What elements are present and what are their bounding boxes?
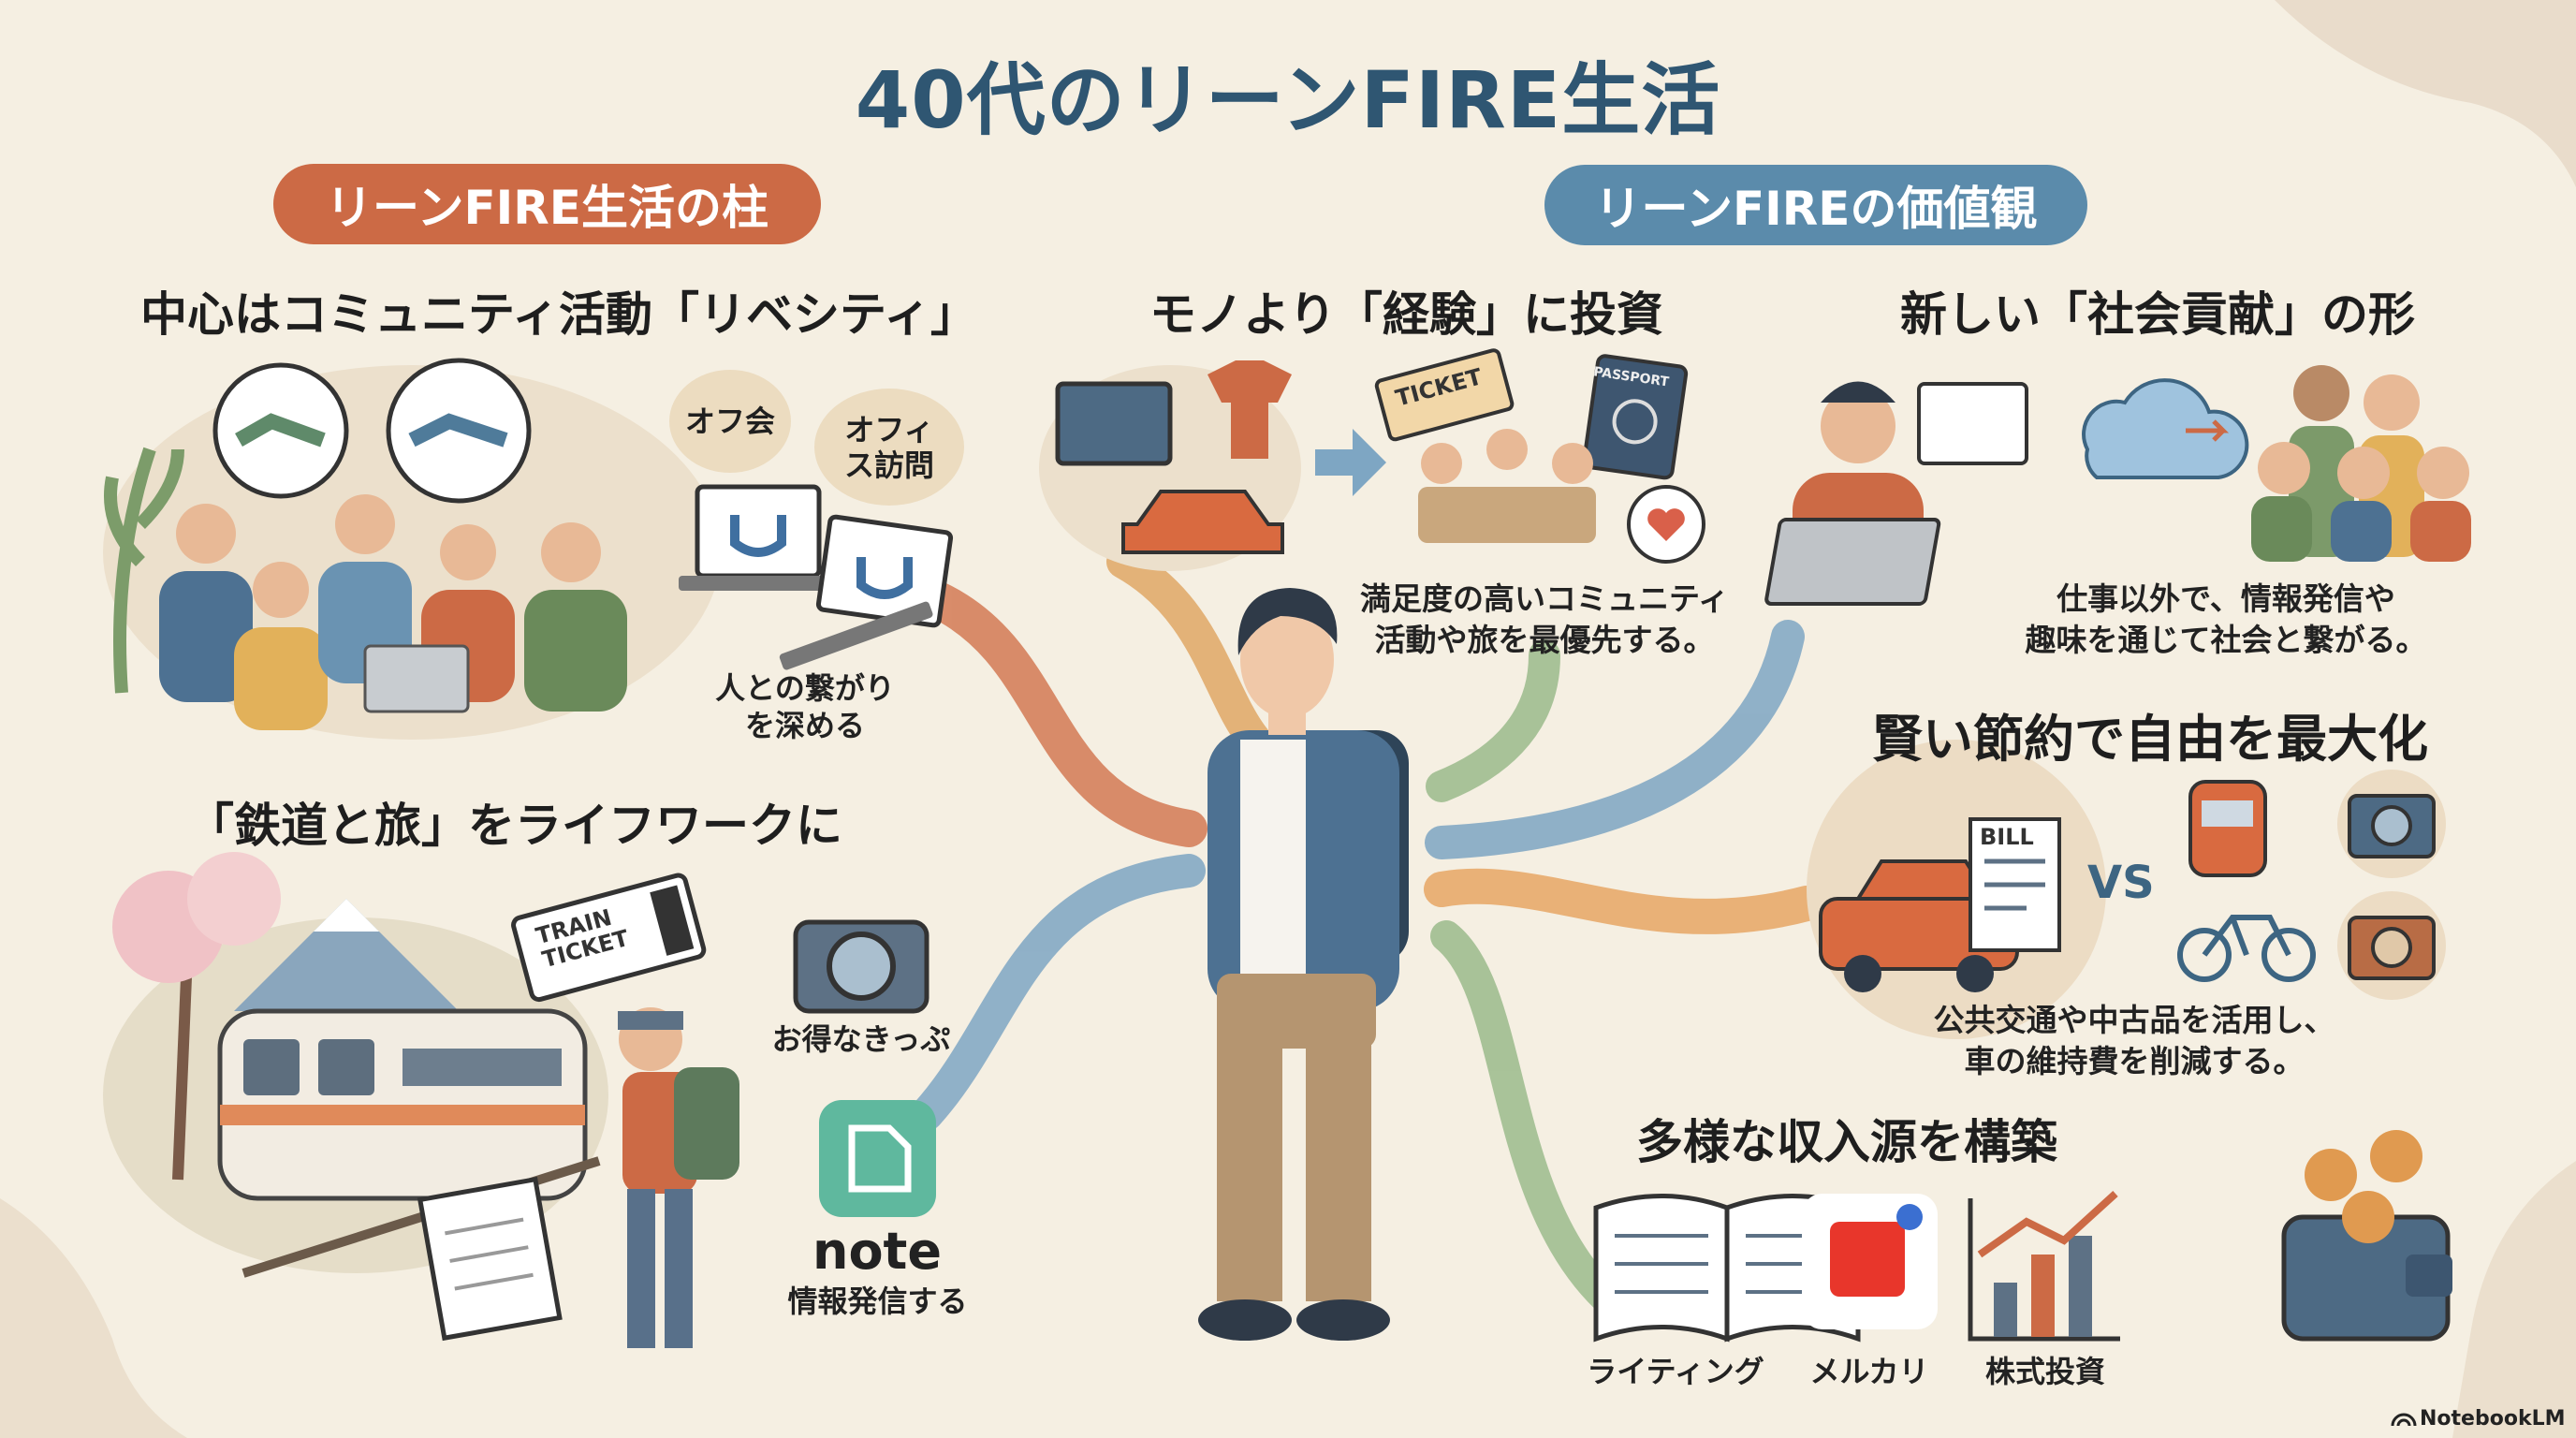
corner-decor <box>2452 1161 2576 1438</box>
laptop-icon <box>1764 518 1941 606</box>
income-source-writing: ライティング <box>1587 1354 1764 1389</box>
note-app-icon <box>819 1100 936 1217</box>
saving-heading: 賢い節約で自由を最大化 <box>1872 710 2428 769</box>
ribbon-blue-right <box>1425 620 1805 859</box>
plant-icon <box>104 447 184 694</box>
ribbon-orange-left <box>917 580 1208 847</box>
corner-decor <box>2275 0 2576 187</box>
camera-caption: お得なきっぷ <box>771 1021 951 1057</box>
stock-chart-icon <box>1968 1191 2120 1342</box>
desc-line: 活動や旅を最優先する。 <box>1374 622 1715 658</box>
handshake-bubble-icon <box>386 358 532 504</box>
book-icon <box>1593 1194 1861 1343</box>
mercari-icon <box>1802 1194 1938 1329</box>
page-title: 40代のリーンFIRE生活 <box>855 54 1721 146</box>
income-source-stocks: 株式投資 <box>1984 1354 2105 1389</box>
cloud-globe-icon <box>2082 378 2249 479</box>
passport-icon <box>1582 354 1689 480</box>
people-group-icon <box>2251 365 2471 562</box>
section-pill-pillars: リーンFIRE生活の柱 <box>273 164 821 244</box>
ribbon-blue-left <box>910 854 1206 1131</box>
handshake-bubble-icon <box>212 362 349 499</box>
desc-line: 仕事以外で、情報発信や <box>2056 580 2395 617</box>
car-icon <box>1121 490 1284 554</box>
camera-icon <box>793 919 929 1014</box>
notebooklm-watermark: NotebookLM <box>2420 1407 2566 1431</box>
saving-description: 公共交通や中古品を活用し、 車の維持費を削減する。 <box>1919 1000 2349 1082</box>
heart-bubble-icon <box>1627 485 1705 564</box>
desc-line: 公共交通や中古品を活用し、 <box>1933 1002 2335 1038</box>
ribbon-green-top <box>1426 639 1560 802</box>
bicycle-icon <box>2177 915 2316 982</box>
experience-heading: モノより「経験」に投資 <box>1149 287 1663 342</box>
income-source-mercari: メルカリ <box>1809 1354 1929 1389</box>
arrow-right-icon <box>1315 429 1386 496</box>
community-heading: 中心はコミュニティ活動「リベシティ」 <box>140 287 977 342</box>
shirt-icon <box>1208 360 1292 459</box>
caption-line: 人との繋がり <box>715 670 895 706</box>
central-person-illustration <box>1198 588 1409 1341</box>
things-cluster-icon <box>1039 360 1301 571</box>
notebook-icon <box>417 1176 563 1342</box>
bill-text: BILL <box>1980 824 2034 850</box>
experience-description: 満足度の高いコミュニティ 活動や旅を最優先する。 <box>1339 579 1750 661</box>
desc-line: 車の維持費を削減する。 <box>1964 1043 2305 1079</box>
ribbon-orange-right <box>1424 868 1824 934</box>
train-icon <box>2188 780 2267 877</box>
traveler-person-icon <box>618 1007 739 1348</box>
community-scene <box>103 358 721 740</box>
laptop-icon <box>779 514 954 670</box>
contribution-description: 仕事以外で、情報発信や 趣味を通じて社会と繋がる。 <box>2011 579 2441 661</box>
note-caption: 情報発信する <box>787 1284 968 1319</box>
saving-cluster-icon <box>1807 740 2446 1039</box>
vs-text: VS <box>2087 857 2155 909</box>
wallet-coins-icon <box>2281 1130 2452 1342</box>
bubble-offkai: オフ会 <box>669 370 791 473</box>
desc-line: 満足度の高いコミュニティ <box>1359 580 1730 617</box>
train-icon <box>217 1008 588 1201</box>
people-group-icon <box>159 494 627 730</box>
travel-heading: 「鉄道と旅」をライフワークに <box>187 799 842 853</box>
corner-decor <box>0 1198 187 1438</box>
experience-cluster-icon <box>1374 348 1705 564</box>
bubble-office-visit: オフィス訪問 <box>814 389 964 506</box>
mountain-icon <box>234 899 459 1011</box>
section-pill-values: リーンFIREの価値観 <box>1544 165 2087 245</box>
ribbon-green-right <box>1430 920 1626 1317</box>
train-ticket-icon <box>511 873 707 1003</box>
cherry-blossom-icon <box>112 852 281 1181</box>
travel-scene <box>103 852 608 1278</box>
notebooklm-logo-icon <box>2391 1413 2417 1427</box>
tv-icon <box>1055 381 1173 466</box>
contribution-heading: 新しい「社会貢献」の形 <box>1900 287 2415 342</box>
browser-window-icon <box>1917 382 2028 465</box>
ribbon-orange-top <box>1106 545 1271 756</box>
caption-line: を深める <box>744 708 865 743</box>
income-heading: 多様な収入源を構築 <box>1636 1115 2057 1169</box>
bill-document-icon <box>1969 817 2061 952</box>
contribution-cluster-icon <box>1764 365 2471 606</box>
ticket-icon <box>1374 348 1515 442</box>
community-caption: 人との繋がり を深める <box>711 669 899 744</box>
desc-line: 趣味を通じて社会と繋がる。 <box>2025 622 2427 658</box>
laptop-icon <box>679 484 838 591</box>
note-label: note <box>812 1222 942 1281</box>
